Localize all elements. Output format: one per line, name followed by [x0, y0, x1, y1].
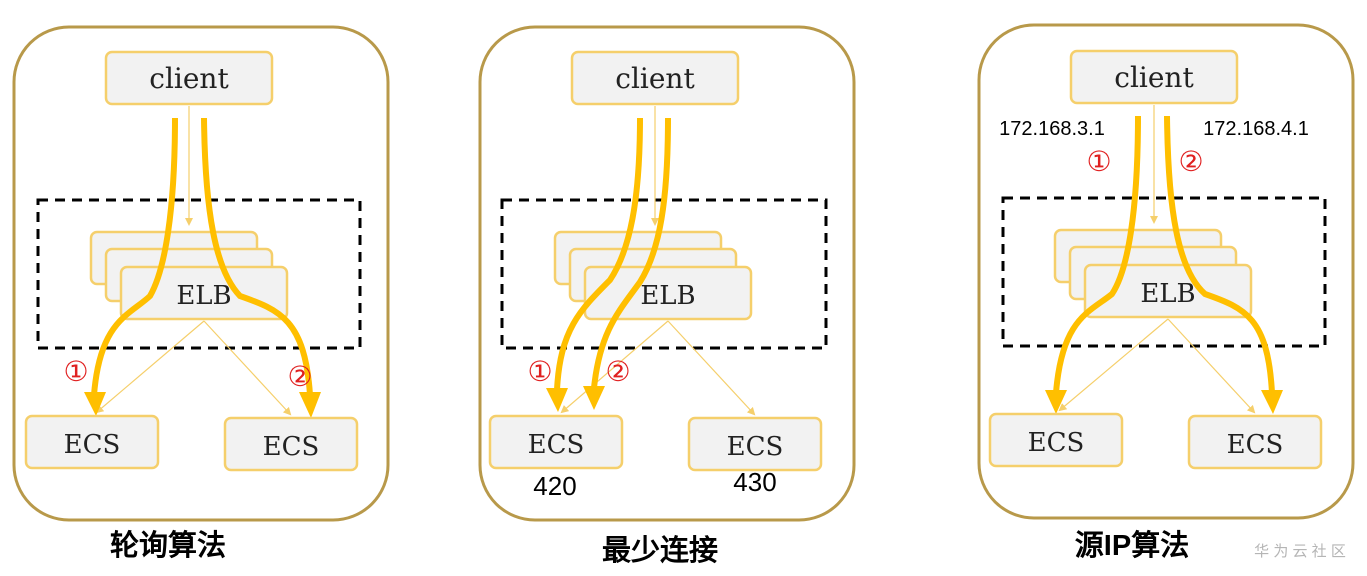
client-box: client — [1069, 49, 1239, 105]
flow-arrowhead-2 — [1261, 390, 1283, 414]
flow-arrowhead-2 — [583, 386, 605, 410]
panel-source-ip: client 172.168.3.1 172.168.4.1 ① ② ELB E… — [977, 23, 1355, 562]
marker-1: ① — [63, 356, 88, 387]
flow-arrow-1 — [554, 117, 643, 391]
client-label: client — [615, 62, 695, 95]
ecs-right-label: ECS — [263, 432, 320, 462]
elb-cluster-dashed-box — [36, 198, 362, 350]
elb-label: ELB — [176, 281, 231, 311]
client-box: client — [104, 50, 274, 106]
ecs-left-label: ECS — [1028, 428, 1085, 458]
client-label: client — [1114, 61, 1194, 94]
ecs-right-label: ECS — [1227, 430, 1284, 460]
client-label: client — [149, 62, 229, 95]
ecs-right-connection-count: 430 — [733, 467, 776, 497]
ecs-left-box: ECS — [24, 414, 160, 470]
elb-stack: ELB — [1053, 228, 1253, 319]
client-box: client — [570, 50, 740, 106]
flow-arrow-1 — [1053, 115, 1141, 394]
source-ip-1: 172.168.3.1 — [999, 118, 1105, 140]
thin-arrow-elb-ecs-left — [95, 320, 205, 414]
caption-source-ip: 源IP算法 — [1075, 528, 1189, 562]
flow-arrowhead-1 — [1045, 390, 1067, 414]
caption-round-robin: 轮询算法 — [110, 528, 226, 562]
ecs-right-box: ECS — [1187, 414, 1323, 470]
ecs-left-box: ECS — [988, 412, 1124, 468]
ecs-right-label: ECS — [727, 432, 784, 462]
thin-arrow-elb-ecs-left — [560, 320, 669, 414]
watermark-text: 华 为 云 社 区 — [1254, 543, 1346, 560]
panel-frame — [977, 23, 1355, 520]
marker-2: ② — [1178, 146, 1203, 177]
flow-arrow-1 — [91, 117, 178, 396]
elb-label: ELB — [1140, 279, 1195, 309]
elb-cluster-dashed-box — [1001, 196, 1327, 348]
flow-arrow-2 — [1164, 115, 1275, 394]
thin-arrow-elb-ecs-left — [1058, 318, 1169, 412]
marker-2: ② — [605, 356, 630, 387]
panel-round-robin: client ELB ① ② ECS ECS 轮询算法 — [12, 25, 390, 562]
panel-frame — [12, 25, 390, 522]
ecs-right-box: ECS — [687, 416, 823, 472]
ecs-left-box: ECS — [488, 414, 624, 470]
panel-least-connections: client ELB ① ② ECS ECS 420 430 最少连接 — [478, 25, 856, 567]
flow-arrow-2 — [591, 117, 671, 389]
elb-stack: ELB — [553, 230, 753, 321]
marker-2: ② — [287, 361, 312, 392]
flow-arrowhead-1 — [84, 392, 106, 416]
marker-1: ① — [527, 356, 552, 387]
marker-1: ① — [1086, 146, 1111, 177]
caption-least-connections: 最少连接 — [602, 534, 718, 567]
ecs-left-connection-count: 420 — [533, 471, 576, 501]
thin-arrow-elb-ecs-right — [667, 320, 756, 416]
ecs-left-label: ECS — [64, 430, 121, 460]
thin-arrow-elb-ecs-right — [1167, 318, 1256, 414]
elb-label: ELB — [640, 281, 695, 311]
ecs-left-label: ECS — [528, 430, 585, 460]
flow-arrowhead-2 — [299, 392, 321, 418]
thin-arrow-elb-ecs-right — [203, 320, 292, 416]
panel-frame — [478, 25, 856, 522]
ecs-right-box: ECS — [223, 416, 359, 472]
elb-stack: ELB — [89, 230, 289, 321]
flow-arrowhead-1 — [546, 388, 568, 412]
flow-arrow-2 — [201, 117, 313, 396]
source-ip-2: 172.168.4.1 — [1203, 118, 1309, 140]
